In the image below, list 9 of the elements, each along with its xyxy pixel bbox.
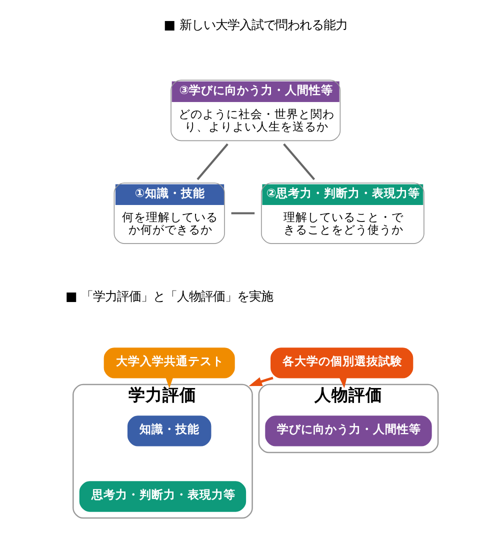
node-box: 学びに向かう力・人間性等 bbox=[265, 416, 432, 446]
connector bbox=[196, 143, 228, 180]
label: ■ 新しい大学入試で問われる能力 bbox=[164, 17, 348, 32]
node-box: 知識・技能 bbox=[127, 416, 212, 446]
connector bbox=[231, 212, 255, 214]
label: ■ 「学力評価」と「人物評価」を実施 bbox=[66, 288, 274, 304]
node-box: 思考力・判断力・表現力等 bbox=[79, 481, 246, 512]
arrow bbox=[248, 376, 274, 386]
connector bbox=[283, 143, 316, 180]
